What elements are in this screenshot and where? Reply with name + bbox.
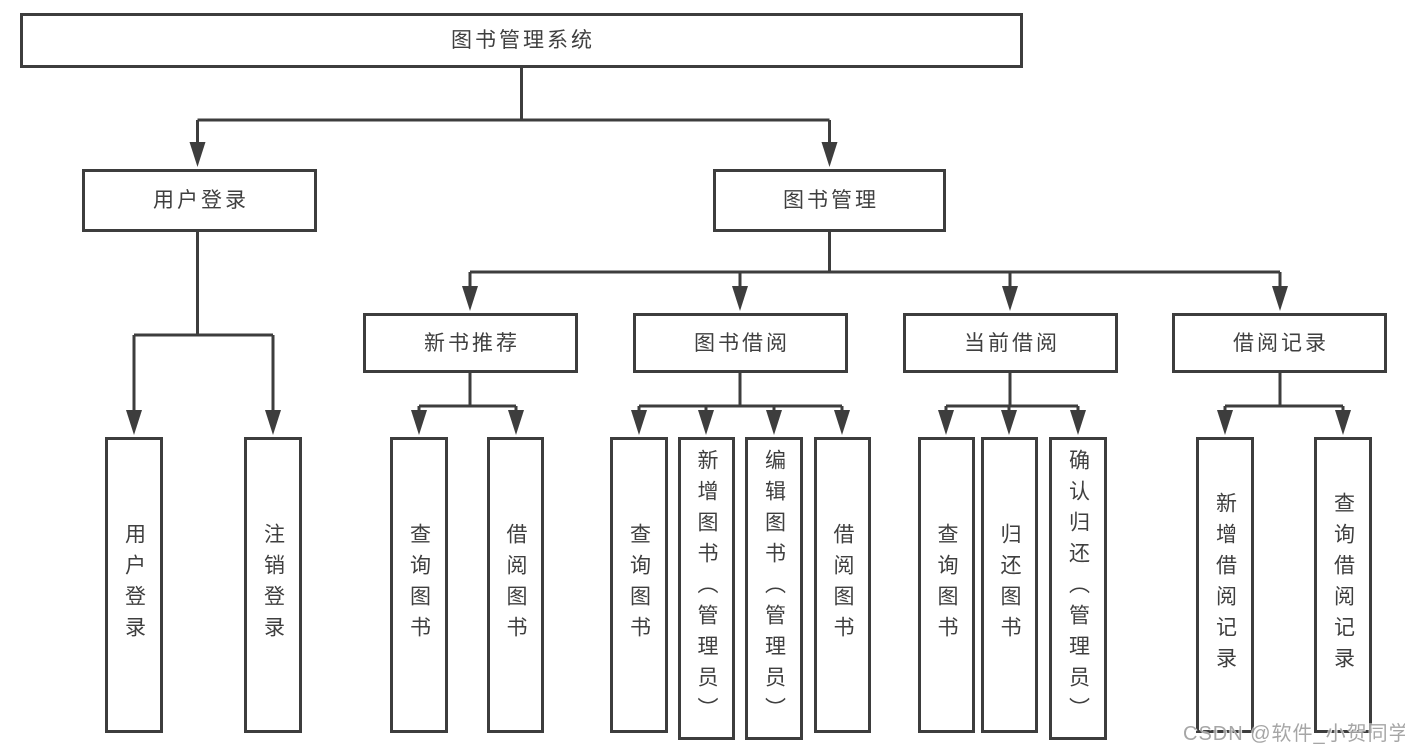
tree-edges [132, 68, 1345, 413]
arrow-to-new-book-rec [462, 286, 478, 311]
leaf-user-login-label: 用户登录 [122, 523, 146, 647]
node-user-login-label: 用户登录 [153, 189, 249, 212]
arrow-to-cb-query [938, 410, 954, 435]
node-root-label: 图书管理系统 [451, 29, 595, 52]
leaf-cb-query-books-label: 查询图书 [935, 523, 958, 647]
arrow-to-bb-add [698, 410, 714, 435]
csdn-watermark: CSDN @软件_小贺同学 [1183, 723, 1405, 745]
arrow-to-nb-borrow [508, 410, 524, 435]
arrow-to-borrow-records [1272, 286, 1288, 311]
leaf-nb-query-books-label: 查询图书 [407, 523, 431, 647]
arrow-to-current-borrow [1002, 286, 1018, 311]
node-book-management: 图书管理 [713, 169, 946, 232]
arrow-to-ul-login [126, 410, 142, 435]
arrow-to-bb-query [631, 410, 647, 435]
arrow-to-cb-confirm [1070, 410, 1086, 435]
arrow-to-book-mgmt [821, 142, 838, 167]
arrow-to-cb-return [1001, 410, 1017, 435]
node-new-book-recommend-label: 新书推荐 [424, 331, 520, 355]
leaf-br-add-record: 新增借阅记录 [1196, 437, 1254, 733]
arrow-to-br-add [1217, 410, 1233, 435]
node-current-borrow-label: 当前借阅 [964, 331, 1060, 355]
leaf-bb-edit-books-admin: 编辑图书（管理员） [745, 437, 803, 740]
leaf-bb-add-books-admin: 新增图书（管理员） [678, 437, 735, 740]
leaf-bb-edit-books-admin-label: 编辑图书（管理员） [762, 449, 786, 728]
arrow-to-br-query [1335, 410, 1351, 435]
leaf-nb-borrow-books-label: 借阅图书 [504, 523, 527, 647]
leaf-br-query-record: 查询借阅记录 [1314, 437, 1372, 733]
leaf-br-add-record-label: 新增借阅记录 [1213, 492, 1237, 678]
arrow-to-user-login [189, 142, 206, 167]
arrow-to-book-borrow [732, 286, 748, 311]
node-user-login: 用户登录 [82, 169, 317, 232]
arrow-to-bb-edit [766, 410, 782, 435]
arrow-to-ul-logout [265, 410, 281, 435]
node-borrow-records: 借阅记录 [1172, 313, 1387, 373]
leaf-nb-query-books: 查询图书 [390, 437, 448, 733]
node-borrow-records-label: 借阅记录 [1233, 331, 1329, 355]
node-book-borrow: 图书借阅 [633, 313, 848, 373]
arrow-to-bb-borrow [834, 410, 850, 435]
leaf-br-query-record-label: 查询借阅记录 [1331, 492, 1355, 678]
arrowheads [126, 142, 1351, 435]
leaf-cb-confirm-return-admin-label: 确认归还（管理员） [1066, 449, 1090, 728]
arrow-to-nb-query [411, 410, 427, 435]
leaf-cb-query-books: 查询图书 [918, 437, 975, 733]
leaf-bb-query-books-label: 查询图书 [627, 523, 651, 647]
node-current-borrow: 当前借阅 [903, 313, 1118, 373]
leaf-logout: 注销登录 [244, 437, 302, 733]
node-book-borrow-label: 图书借阅 [694, 331, 790, 355]
leaf-cb-confirm-return-admin: 确认归还（管理员） [1049, 437, 1107, 740]
leaf-bb-borrow-books-label: 借阅图书 [831, 523, 854, 647]
leaf-cb-return-books-label: 归还图书 [998, 523, 1021, 647]
node-book-management-label: 图书管理 [783, 189, 879, 212]
leaf-cb-return-books: 归还图书 [981, 437, 1038, 733]
leaf-bb-add-books-admin-label: 新增图书（管理员） [695, 449, 718, 728]
node-new-book-recommend: 新书推荐 [363, 313, 578, 373]
leaf-user-login: 用户登录 [105, 437, 163, 733]
leaf-logout-label: 注销登录 [261, 523, 285, 647]
leaf-bb-query-books: 查询图书 [610, 437, 668, 733]
node-root: 图书管理系统 [20, 13, 1023, 68]
leaf-bb-borrow-books: 借阅图书 [814, 437, 871, 733]
leaf-nb-borrow-books: 借阅图书 [487, 437, 544, 733]
